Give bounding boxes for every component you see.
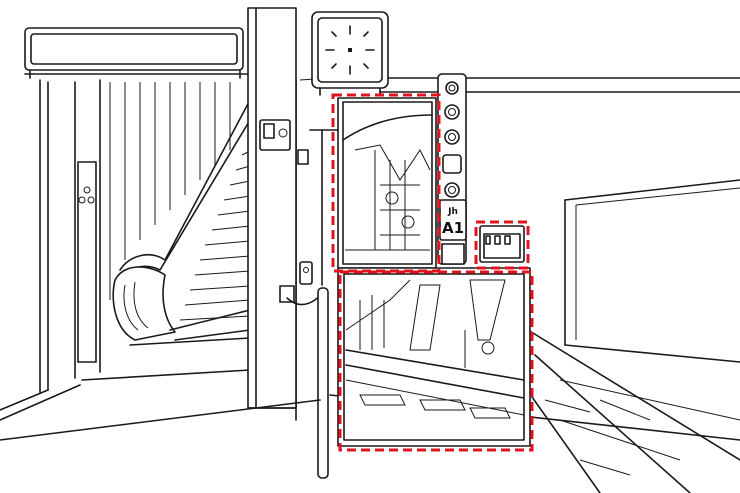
highlight-lower-panel	[338, 270, 534, 452]
upper-panel-image	[337, 97, 437, 269]
signal-mast: Jh A1	[437, 73, 467, 265]
highlight-boxes	[331, 93, 534, 452]
signal-plate-top-label: Jh	[447, 207, 458, 217]
right-wall-billboard	[564, 179, 740, 363]
escalator-enclosure	[0, 79, 251, 421]
signal-pole	[309, 129, 341, 479]
signal-plate-bottom-label: A1	[442, 219, 464, 237]
highlight-upper-panel	[331, 93, 441, 273]
overhead-sign	[24, 27, 249, 79]
support-pillar	[247, 7, 324, 409]
lower-panel-image	[337, 267, 531, 447]
escalator	[112, 99, 251, 346]
small-sign-box	[479, 225, 525, 263]
highlight-small-sign	[474, 220, 530, 270]
wall-clock	[311, 11, 389, 96]
